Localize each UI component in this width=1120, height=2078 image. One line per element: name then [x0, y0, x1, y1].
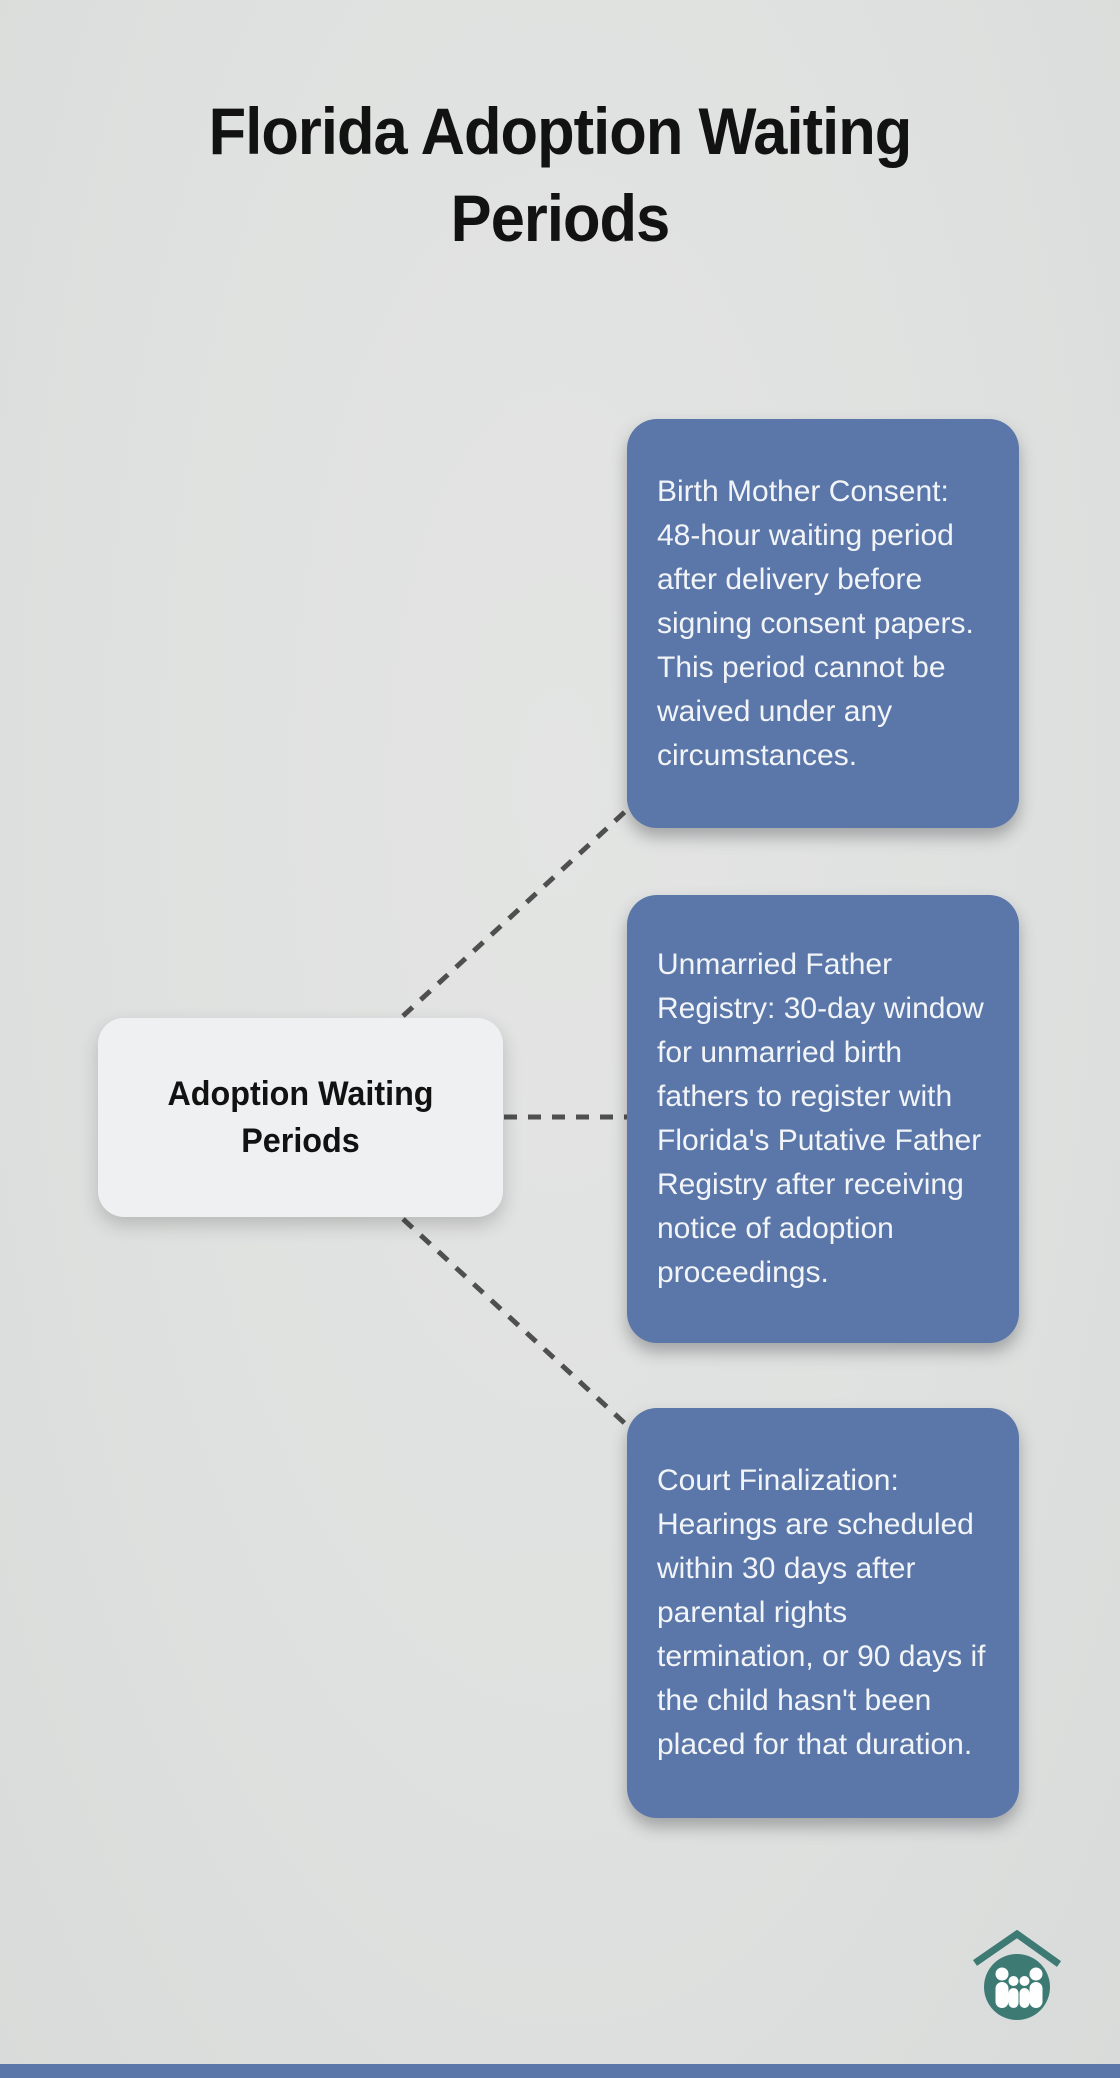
- connector-line-top: [401, 807, 630, 1018]
- branch-box-birth-mother-consent: Birth Mother Consent: 48-hour waiting pe…: [627, 419, 1019, 828]
- connector-line-bottom: [401, 1217, 633, 1431]
- center-node: Adoption Waiting Periods: [98, 1018, 503, 1217]
- page-title: Florida Adoption Waiting Periods: [208, 94, 913, 255]
- branch-text-birth-mother-consent: Birth Mother Consent: 48-hour waiting pe…: [657, 474, 974, 772]
- branch-text-unmarried-father-registry: Unmarried Father Registry: 30-day window…: [657, 948, 984, 1289]
- center-node-label: Adoption Waiting Periods: [167, 1074, 434, 1160]
- family-under-roof-logo-icon: [973, 1930, 1062, 2020]
- family-figures-icon: [995, 1967, 1043, 2008]
- branch-text-court-finalization: Court Finalization: Hearings are schedul…: [657, 1464, 986, 1761]
- branch-box-unmarried-father-registry: Unmarried Father Registry: 30-day window…: [627, 895, 1019, 1343]
- footer-bar: [0, 2064, 1120, 2078]
- branch-box-court-finalization: Court Finalization: Hearings are schedul…: [627, 1408, 1019, 1818]
- roof-icon: [973, 1930, 1062, 1967]
